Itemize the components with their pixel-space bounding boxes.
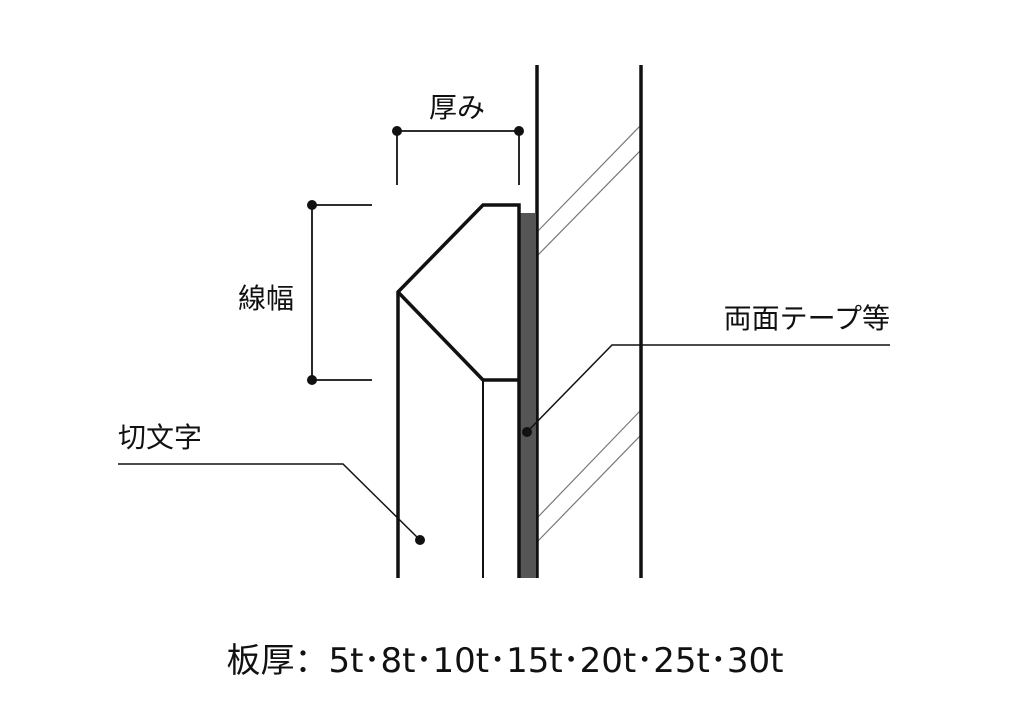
tape-leader-dot	[522, 427, 532, 437]
tape-leader	[526, 344, 890, 433]
wall-hatching	[536, 124, 642, 543]
thickness-dot-left	[392, 126, 402, 136]
plate-thickness-caption: 板厚：5t･8t･10t･15t･20t･25t･30t	[227, 641, 784, 681]
channel-letter-leader	[118, 463, 421, 541]
line-width-dot-bottom	[307, 375, 317, 385]
thickness-label: 厚み	[429, 91, 485, 124]
channel-letter-label: 切文字	[118, 421, 202, 454]
letter-bevel-lower	[396, 290, 485, 382]
hatch-line	[536, 124, 642, 233]
double-sided-tape	[519, 213, 536, 578]
hatch-line	[536, 149, 642, 257]
thickness-dimension	[396, 130, 520, 185]
thickness-dot-right	[514, 126, 524, 136]
hatch-line	[536, 434, 642, 543]
line-width-label: 線幅	[238, 282, 294, 315]
hatch-line	[536, 409, 642, 519]
channel-letter-profile	[396, 203, 521, 578]
tape-leader-line	[526, 344, 890, 433]
line-width-dimension	[311, 204, 372, 381]
letter-outline	[396, 203, 521, 578]
line-width-dot-top	[307, 200, 317, 210]
channel-letter-leader-dot	[415, 535, 425, 545]
channel-letter-leader-line	[118, 463, 421, 541]
tape-label: 両面テープ等	[724, 302, 890, 335]
